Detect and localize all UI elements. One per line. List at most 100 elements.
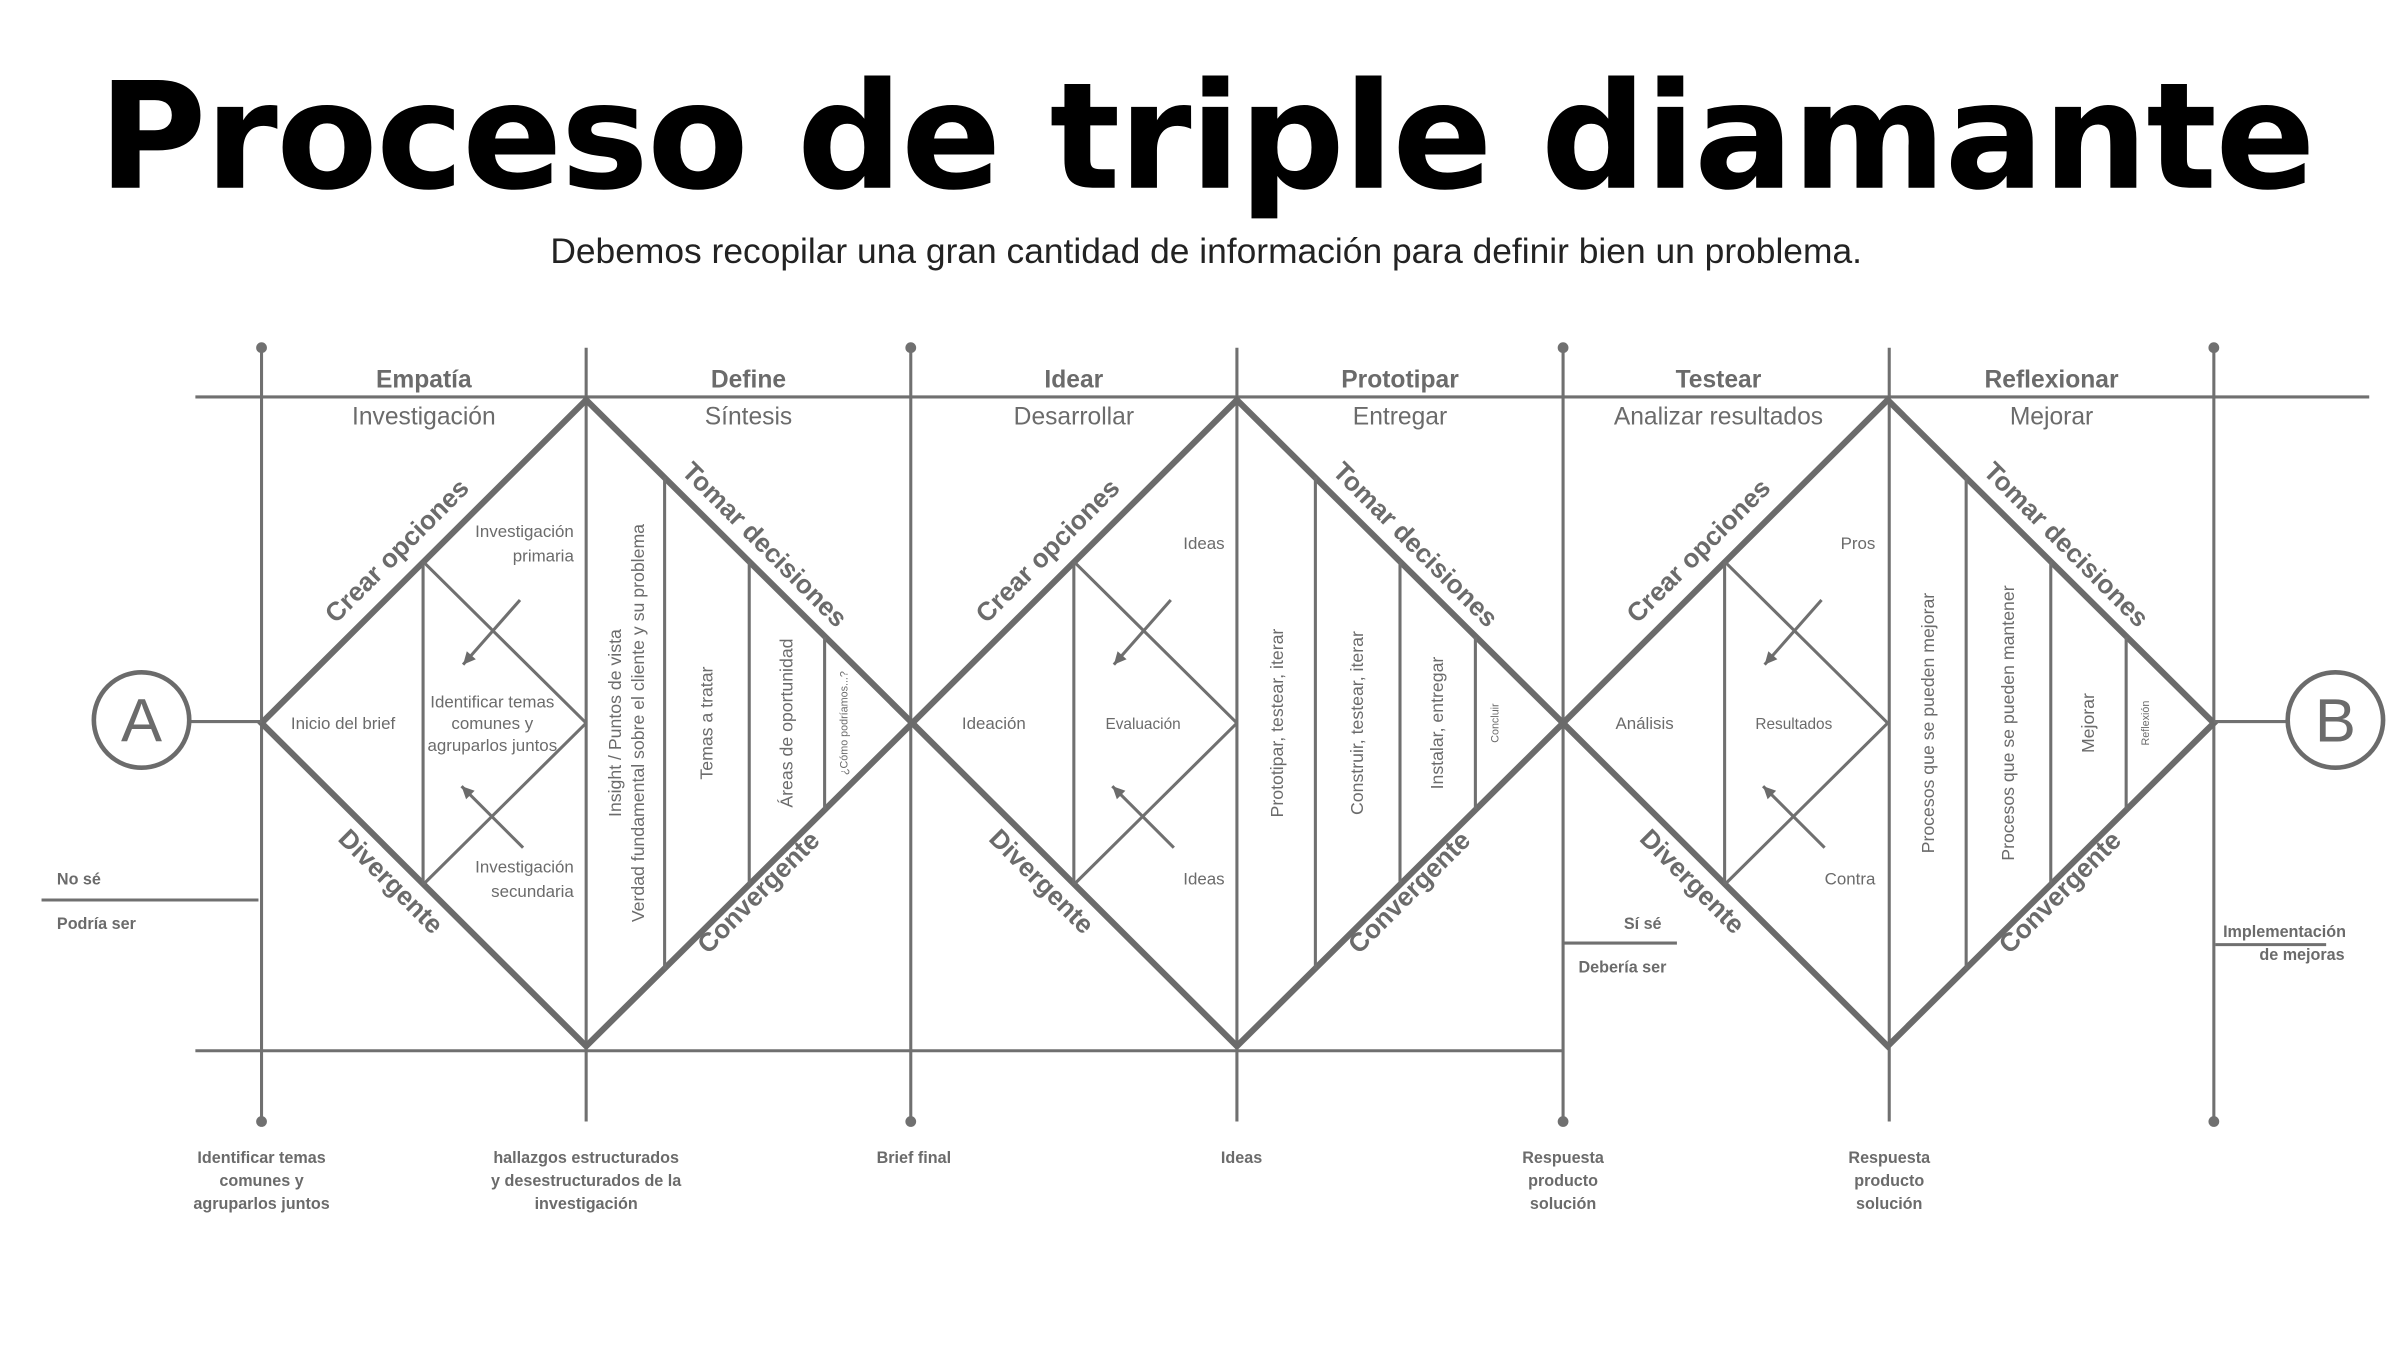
note-deberia-ser: Debería ser <box>1578 958 1667 976</box>
diamond-left-label: Ideación <box>962 714 1026 733</box>
arrowhead-icon <box>1112 786 1126 800</box>
milestone-label: Identificar temas <box>197 1149 325 1167</box>
milestone-label: agruparlos juntos <box>193 1195 329 1213</box>
diamond-bottom-label: secundaria <box>491 882 574 901</box>
diamond-bottom-label: Investigación <box>475 857 574 876</box>
edge-label-crear-opciones: Crear opciones <box>1620 473 1776 629</box>
vertical-label: Reflexión <box>2140 701 2152 746</box>
start-label: A <box>121 687 162 756</box>
column-subheading: Investigación <box>352 404 496 431</box>
inner-divider <box>1723 721 1889 886</box>
edge-label-convergente: Convergente <box>1342 825 1476 959</box>
vertical-label: Prototipar, testear, iterar <box>1267 629 1287 818</box>
column-heading: Prototipar <box>1341 367 1459 394</box>
diamond-center-label: comunes y <box>451 714 533 733</box>
end-circle <box>2285 670 2386 770</box>
column-subheading: Analizar resultados <box>1614 404 1823 431</box>
column-heading: Idear <box>1044 367 1103 394</box>
milestone-label: Respuesta <box>1522 1149 1605 1167</box>
edge-label-divergente: Divergente <box>333 823 450 940</box>
inner-divider <box>1723 560 1889 725</box>
arrow-icon <box>460 785 525 849</box>
diamond-left-label: Inicio del brief <box>291 714 396 733</box>
column-subheading: Mejorar <box>2010 404 2093 431</box>
vertical-label: Verdad fundamental sobre el cliente y su… <box>628 524 648 922</box>
edge-label-convergente: Convergente <box>691 825 825 959</box>
milestone-label: Respuesta <box>1848 1149 1931 1167</box>
vertical-label: Mejorar <box>2078 693 2098 753</box>
dot-marker <box>2208 1116 2220 1127</box>
note-implementacion: Implementación <box>2223 923 2346 941</box>
start-circle <box>91 670 192 770</box>
arrow-icon <box>1111 785 1175 849</box>
start-point: A <box>91 670 262 770</box>
milestone-label: solución <box>1530 1195 1596 1213</box>
edge-label-crear-opciones: Crear opciones <box>319 473 475 629</box>
vertical-label: Instalar, entregar <box>1427 657 1447 790</box>
dot-marker <box>256 342 267 354</box>
page-subtitle: Debemos recopilar una gran cantidad de i… <box>550 232 1862 271</box>
dot-marker <box>2208 342 2220 354</box>
diamond-top-label: Pros <box>1841 534 1876 553</box>
dot-marker <box>256 1116 267 1127</box>
diamond-top-label: primaria <box>513 547 575 566</box>
arrow-icon <box>1761 785 1826 849</box>
note-podria-ser: Podría ser <box>57 915 137 933</box>
column-heading: Reflexionar <box>1985 367 2119 394</box>
edge-label-tomar-decisiones: Tomar decisiones <box>1327 456 1504 633</box>
milestone-label: Brief final <box>877 1149 951 1167</box>
milestone-label: investigación <box>535 1195 638 1213</box>
inner-divider <box>421 560 588 725</box>
edge-label-tomar-decisiones: Tomar decisiones <box>676 456 853 633</box>
grid-lines <box>195 395 2370 1053</box>
vertical-label: Áreas de oportunidad <box>776 639 796 808</box>
side-note-middle: Sí sé Debería ser <box>1563 915 1677 976</box>
arrowhead-icon <box>1763 786 1777 800</box>
column-heading: Testear <box>1676 367 1762 394</box>
note-de-mejoras: de mejoras <box>2259 946 2344 964</box>
inner-divider <box>1072 560 1239 725</box>
edge-label-crear-opciones: Crear opciones <box>970 473 1126 629</box>
dot-marker <box>905 342 917 354</box>
diamond-center-label: Identificar temas <box>430 693 554 712</box>
milestone-label: hallazgos estructurados <box>493 1149 679 1167</box>
column-heading: Empatía <box>376 367 472 394</box>
vertical-label: Procesos que se pueden mejorar <box>1918 593 1938 854</box>
column-heading: Define <box>711 367 786 394</box>
side-note-left: No sé Podría ser <box>41 871 259 933</box>
diamond-center-label: Evaluación <box>1105 716 1180 733</box>
milestone-label: solución <box>1856 1195 1922 1213</box>
arrowhead-icon <box>1764 651 1778 665</box>
arrowhead-icon <box>463 651 476 665</box>
end-label: B <box>2315 687 2356 756</box>
vertical-label: Concluir <box>1489 703 1501 743</box>
diamond-left-label: Análisis <box>1615 714 1673 733</box>
inner-divider <box>1072 721 1239 886</box>
milestone-label: producto <box>1854 1172 1924 1190</box>
diamond-center-label: agruparlos juntos <box>427 736 557 755</box>
milestone-label: Ideas <box>1221 1149 1262 1167</box>
column-subheading: Síntesis <box>705 404 793 431</box>
vertical-label: Construir, testear, iterar <box>1347 631 1367 815</box>
arrow-icon <box>1112 598 1172 666</box>
dot-marker <box>905 1116 917 1127</box>
column-subheading: Entregar <box>1353 404 1447 431</box>
edge-label-divergente: Divergente <box>983 823 1100 940</box>
milestone-label: comunes y <box>219 1172 303 1190</box>
vertical-label: Procesos que se pueden mantener <box>1998 585 2018 860</box>
column-subheading: Desarrollar <box>1014 404 1134 431</box>
diamond-bottom-label: Contra <box>1825 870 1876 889</box>
vertical-label: Temas a tratar <box>696 666 716 779</box>
vertical-label: ¿Cómo podríamos...? <box>839 671 851 775</box>
milestone-label: producto <box>1528 1172 1598 1190</box>
note-si-se: Sí sé <box>1624 915 1662 933</box>
diamond-top-label: Investigación <box>475 522 574 541</box>
arrowhead-icon <box>461 786 475 800</box>
diamond-top-label: Ideas <box>1183 534 1224 553</box>
diamond-center-label: Resultados <box>1755 716 1832 733</box>
page-title: Proceso de triple diamante <box>98 51 2314 223</box>
end-point: B <box>2213 670 2386 770</box>
side-note-right: Implementación de mejoras <box>2215 923 2346 964</box>
milestone-label: y desestructurados de la <box>491 1172 682 1190</box>
